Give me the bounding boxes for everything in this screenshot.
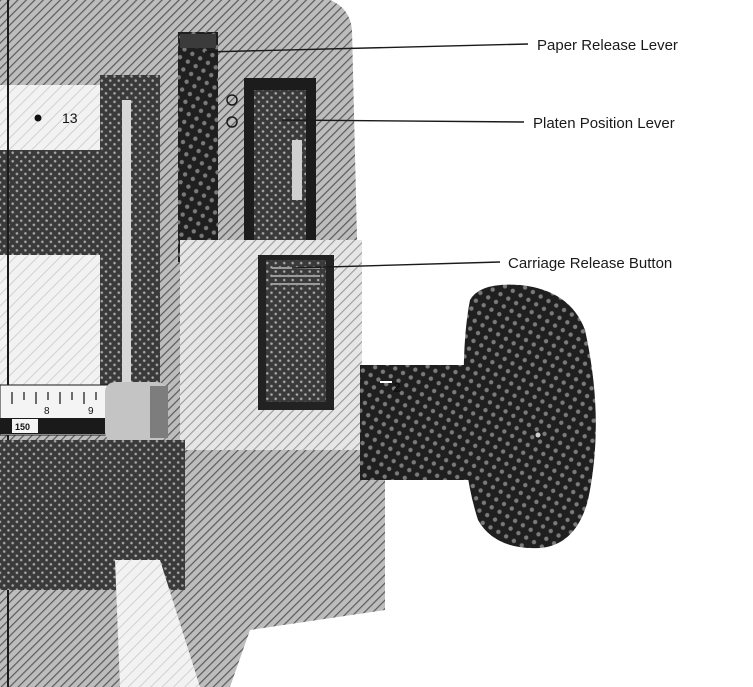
knob-setting: 2: [393, 379, 401, 395]
knob-center-dot: [535, 432, 541, 438]
label-platen-position-lever: Platen Position Lever: [533, 115, 675, 132]
paper-release-lever-top: [180, 34, 216, 48]
platen-position-lever-highlight: [292, 140, 302, 200]
leader-platen-position-lever: [281, 119, 525, 123]
knob-shaft: [360, 365, 470, 480]
scale-reading: 150: [15, 422, 30, 432]
platen-roller: [0, 150, 108, 260]
carriage-release-button: [266, 260, 326, 402]
label-paper-release-lever: Paper Release Lever: [537, 37, 678, 54]
indicator-circle: [226, 94, 238, 106]
platen-number: 13: [62, 110, 78, 126]
scale-reading-box: [12, 419, 38, 433]
scale-tick-number: 9: [88, 406, 94, 417]
indicator-circle: [226, 116, 238, 128]
leader-carriage-release-button: [291, 261, 501, 269]
platen-paper: [0, 85, 108, 155]
support-rod-highlight: [122, 100, 131, 400]
label-carriage-release-button: Carriage Release Button: [508, 255, 672, 272]
scale-ticks: [11, 392, 97, 404]
paper-release-lever: [178, 32, 218, 262]
platen-dot: [34, 114, 42, 122]
carriage-rail-shadow: [150, 386, 168, 438]
paper-sheet: [0, 255, 112, 395]
platen-knob: [463, 284, 596, 549]
paper-guide: [115, 560, 200, 687]
scale-tick-number: 8: [44, 406, 50, 417]
base-plate: [185, 450, 385, 570]
leader-paper-release-lever: [204, 43, 529, 53]
